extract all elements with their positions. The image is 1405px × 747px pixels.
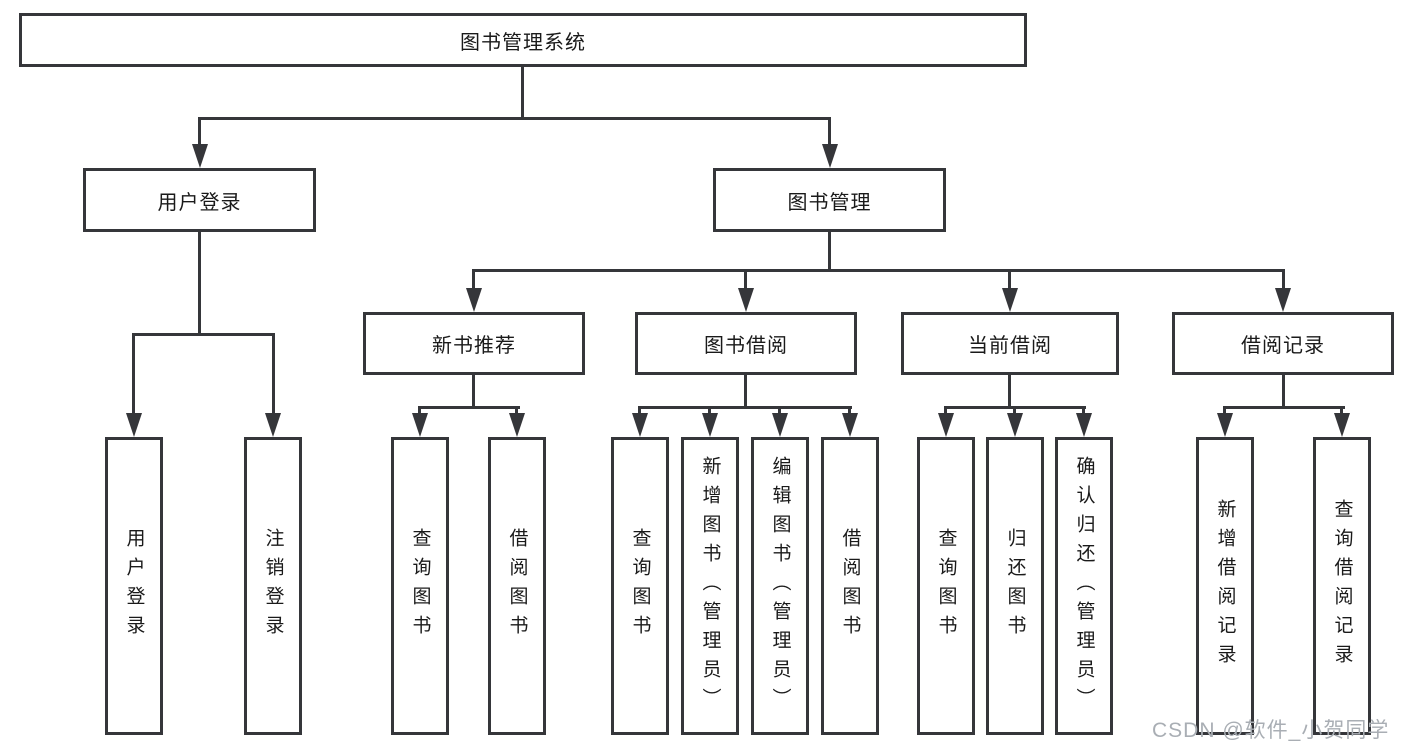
connector-line [418, 406, 520, 409]
connector-line [1013, 406, 1016, 416]
arrow-down-icon [1334, 413, 1350, 437]
leaf-edit-books-admin-label: 编辑图书（管理员） [769, 455, 791, 717]
connector-line [132, 333, 135, 413]
node-current-borrow-label: 当前借阅 [968, 335, 1052, 357]
leaf-query-books-current-label: 查询图书 [935, 528, 957, 644]
connector-line [638, 406, 641, 416]
leaf-query-books-recommend-label: 查询图书 [409, 528, 431, 644]
node-book-management-label: 图书管理 [787, 191, 872, 214]
leaf-add-borrow-record: 新增借阅记录 [1196, 437, 1254, 735]
leaf-return-books: 归还图书 [986, 437, 1044, 735]
leaf-borrow-books-recommend: 借阅图书 [488, 437, 546, 735]
arrow-down-icon [702, 413, 718, 437]
leaf-borrow-books-recommend-label: 借阅图书 [506, 528, 528, 644]
leaf-add-borrow-record-label: 新增借阅记录 [1214, 499, 1236, 673]
node-new-book-recommend: 新书推荐 [363, 312, 585, 375]
connector-line [198, 231, 201, 336]
connector-line [1008, 374, 1011, 409]
connector-line [521, 67, 524, 119]
arrow-down-icon [1007, 413, 1023, 437]
connector-line [472, 269, 1285, 272]
arrow-down-icon [509, 413, 525, 437]
leaf-confirm-return-admin: 确认归还（管理员） [1055, 437, 1113, 735]
connector-line [472, 374, 475, 409]
arrow-down-icon [412, 413, 428, 437]
connector-line [418, 406, 421, 416]
arrow-down-icon [632, 413, 648, 437]
connector-line [133, 333, 275, 336]
connector-line [744, 374, 747, 409]
node-book-borrow-label: 图书借阅 [704, 335, 788, 357]
connector-line [1340, 406, 1343, 416]
csdn-watermark: CSDN @软件_小贺同学 [1152, 719, 1390, 742]
node-book-management: 图书管理 [713, 168, 946, 232]
arrow-down-icon [126, 413, 142, 437]
connector-line [515, 406, 518, 416]
connector-line [1282, 269, 1285, 290]
leaf-query-books-recommend: 查询图书 [391, 437, 449, 735]
leaf-query-books-borrow-label: 查询图书 [629, 528, 651, 644]
leaf-edit-books-admin: 编辑图书（管理员） [751, 437, 809, 735]
node-new-book-recommend-label: 新书推荐 [432, 335, 516, 357]
connector-line [272, 333, 275, 413]
leaf-user-login-label: 用户登录 [123, 528, 145, 644]
leaf-borrow-books: 借阅图书 [821, 437, 879, 735]
connector-line [1223, 406, 1345, 409]
leaf-query-books-current: 查询图书 [917, 437, 975, 735]
node-root-label: 图书管理系统 [460, 31, 586, 54]
leaf-user-login: 用户登录 [105, 437, 163, 735]
arrow-down-icon [1275, 288, 1291, 312]
leaf-logout-login: 注销登录 [244, 437, 302, 735]
connector-line [472, 269, 475, 290]
connector-line [944, 406, 947, 416]
connector-line [198, 117, 201, 145]
arrow-down-icon [1217, 413, 1233, 437]
connector-line [198, 117, 831, 120]
leaf-borrow-books-label: 借阅图书 [839, 528, 861, 644]
connector-line [1082, 406, 1085, 416]
leaf-query-books-borrow: 查询图书 [611, 437, 669, 735]
arrow-down-icon [265, 413, 281, 437]
arrow-down-icon [772, 413, 788, 437]
connector-line [744, 269, 747, 290]
connector-line [778, 406, 781, 416]
arrow-down-icon [822, 144, 838, 168]
connector-line [1008, 269, 1011, 290]
leaf-logout-login-label: 注销登录 [262, 528, 284, 644]
connector-line [1282, 374, 1285, 409]
connector-line [828, 231, 831, 272]
node-root: 图书管理系统 [19, 13, 1027, 67]
arrow-down-icon [1002, 288, 1018, 312]
node-borrow-records-label: 借阅记录 [1241, 335, 1325, 357]
arrow-down-icon [938, 413, 954, 437]
leaf-add-books-admin-label: 新增图书（管理员） [699, 455, 721, 717]
node-book-borrow: 图书借阅 [635, 312, 857, 375]
node-current-borrow: 当前借阅 [901, 312, 1119, 375]
leaf-return-books-label: 归还图书 [1004, 528, 1026, 644]
connector-line [638, 406, 852, 409]
connector-line [848, 406, 851, 416]
arrow-down-icon [1076, 413, 1092, 437]
leaf-confirm-return-admin-label: 确认归还（管理员） [1073, 455, 1095, 717]
connector-line [828, 117, 831, 145]
connector-line [708, 406, 711, 416]
arrow-down-icon [466, 288, 482, 312]
leaf-query-borrow-record-label: 查询借阅记录 [1331, 499, 1353, 673]
node-borrow-records: 借阅记录 [1172, 312, 1394, 375]
leaf-add-books-admin: 新增图书（管理员） [681, 437, 739, 735]
arrow-down-icon [192, 144, 208, 168]
arrow-down-icon [842, 413, 858, 437]
node-user-login: 用户登录 [83, 168, 316, 232]
arrow-down-icon [738, 288, 754, 312]
connector-line [1223, 406, 1226, 416]
node-user-login-label: 用户登录 [157, 191, 242, 214]
leaf-query-borrow-record: 查询借阅记录 [1313, 437, 1371, 735]
